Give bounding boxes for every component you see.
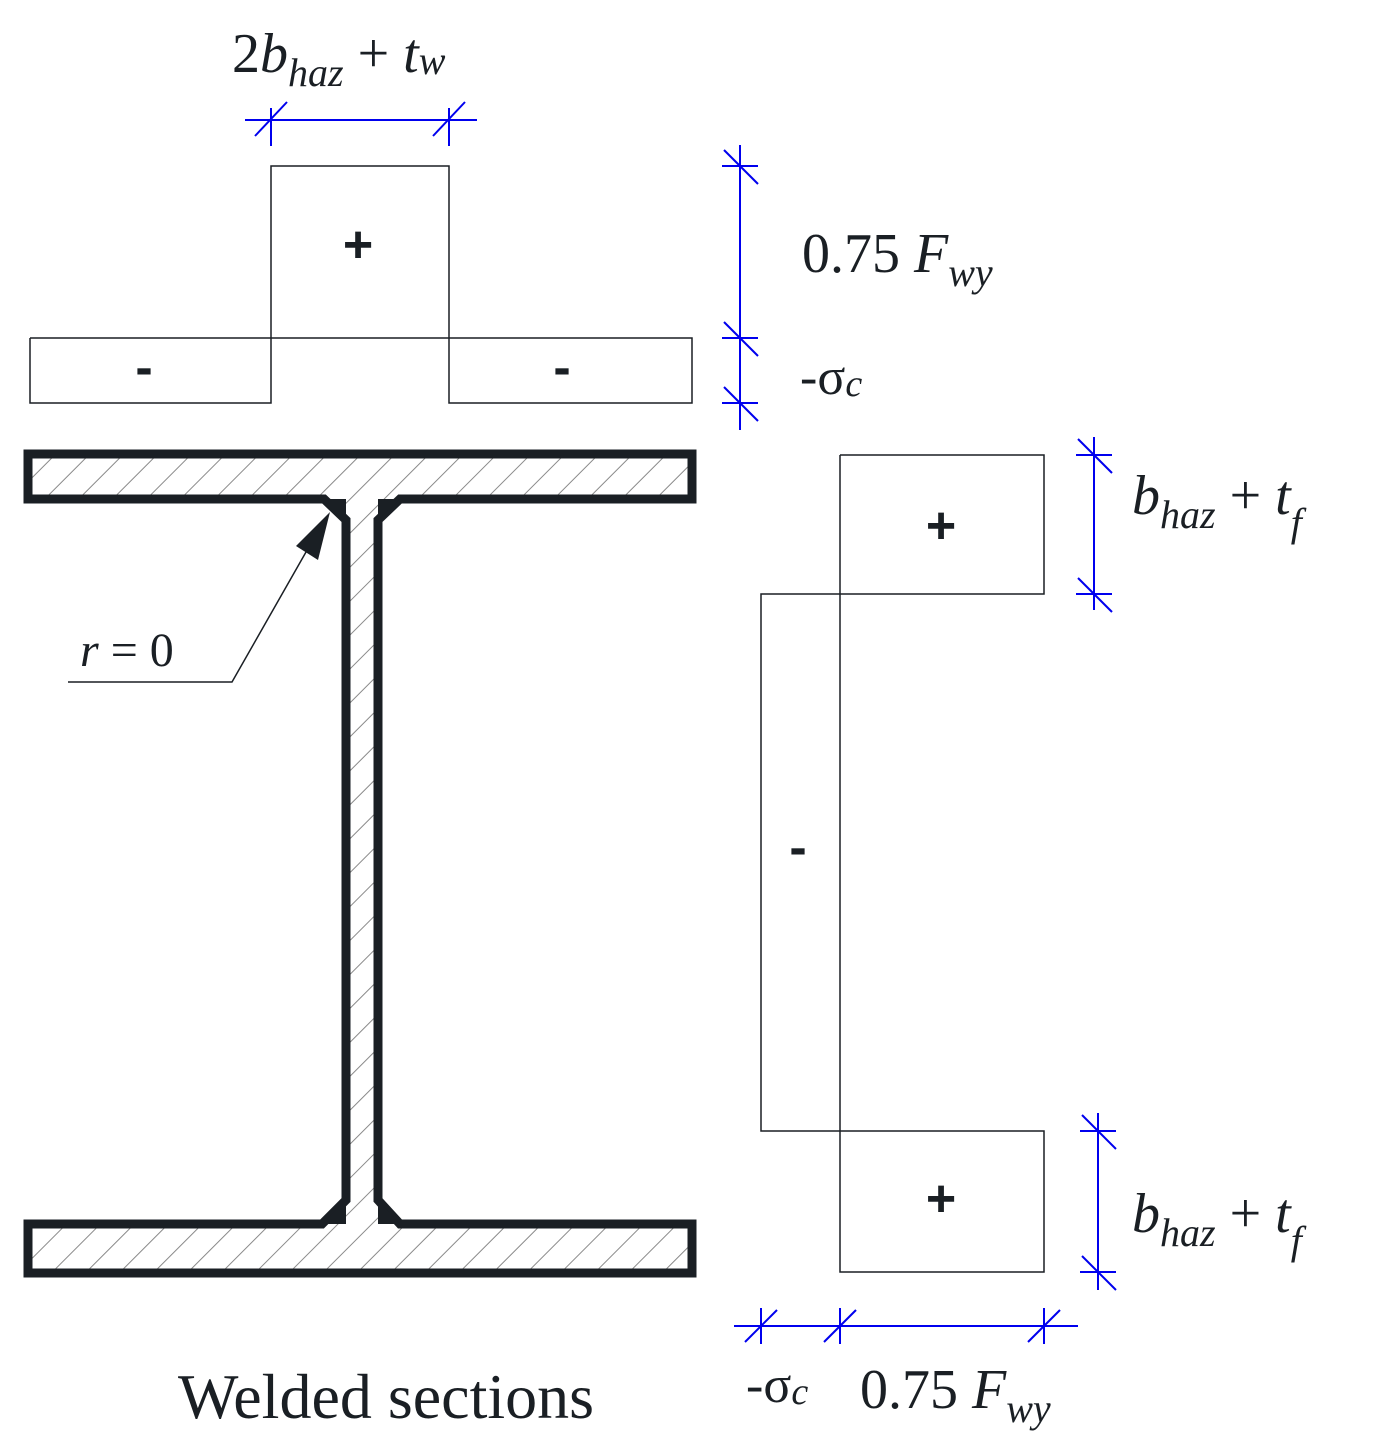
web-positive-sign-top: + — [926, 497, 956, 555]
web-bottom-height-dimension — [1080, 1113, 1117, 1291]
flange-negative-sign-left: - — [135, 339, 152, 397]
radius-leader-line — [68, 544, 311, 683]
web-bottom-height-label: bhaz + tf — [1132, 1183, 1307, 1263]
weld-bottom-right — [378, 1200, 400, 1224]
i-beam-section: r = 0 — [23, 449, 697, 1278]
web-top-height-label: bhaz + tf — [1132, 465, 1307, 545]
web-compression-label: -σc — [746, 1357, 808, 1414]
flange-compression-label: -σc — [800, 349, 862, 406]
web-negative-sign: - — [789, 819, 806, 877]
flange-stress-outline — [29, 165, 693, 404]
flange-positive-sign: + — [343, 216, 373, 274]
web-stress-diagram: + - + bhaz + tf bhaz + tf — [734, 437, 1307, 1431]
radius-arrowhead — [296, 512, 330, 560]
diagram-caption: Welded sections — [178, 1361, 594, 1432]
web-stress-dimension — [734, 1308, 1078, 1344]
flange-negative-sign-right: - — [553, 339, 570, 397]
web-positive-sign-bottom: + — [926, 1170, 956, 1228]
weld-top-left — [324, 499, 346, 520]
flange-stress-dimension — [722, 145, 759, 430]
web-tension-label: 0.75 Fwy — [860, 1359, 1051, 1431]
flange-tension-label: 0.75 Fwy — [802, 223, 993, 295]
radius-label: r = 0 — [80, 624, 174, 677]
flange-width-label: 2bhaz + tw — [232, 23, 446, 95]
web-top-height-dimension — [1076, 437, 1113, 613]
flange-stress-diagram: + - - 2bhaz + tw 0.75 Fwy -σc — [29, 23, 993, 430]
web-stress-outline — [760, 454, 1045, 1273]
weld-top-right — [378, 499, 400, 520]
flange-width-dimension — [245, 101, 477, 146]
weld-bottom-left — [322, 1200, 346, 1224]
i-beam-outline — [23, 449, 697, 1278]
